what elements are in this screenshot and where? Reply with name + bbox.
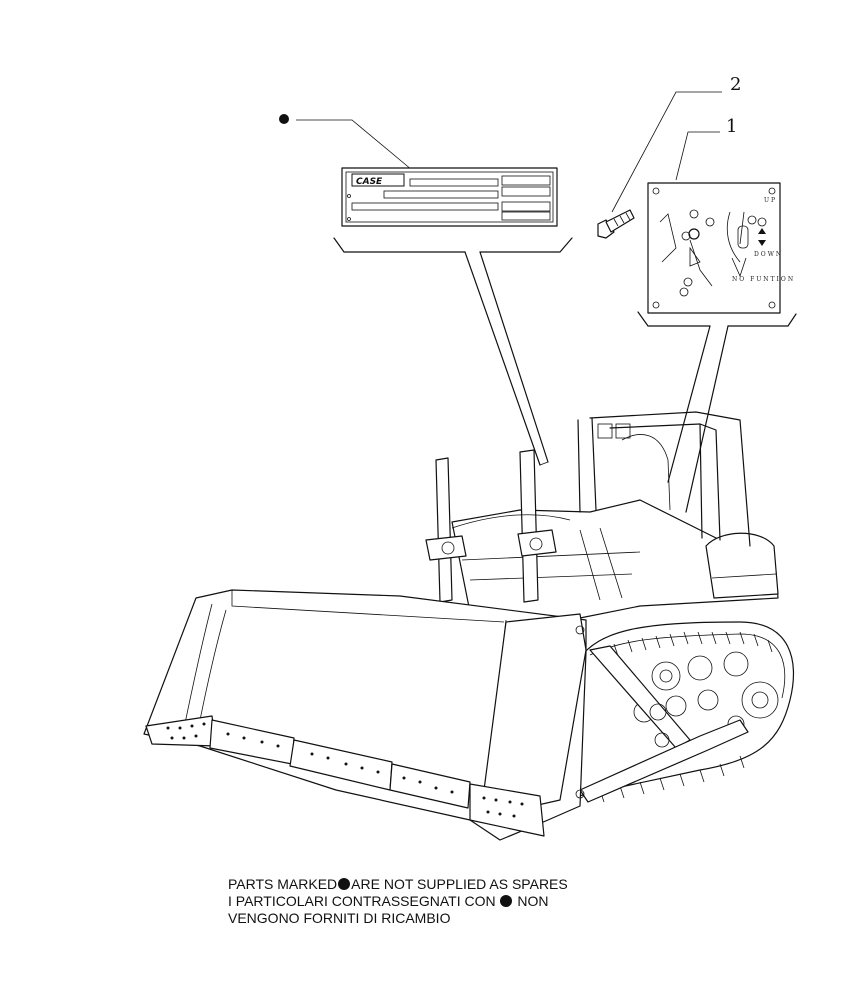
callout-1: 1 xyxy=(675,116,737,181)
case-logo: CASE xyxy=(351,173,405,187)
bullet-dot-icon xyxy=(500,895,513,907)
svg-text:NO FUNTION: NO FUNTION xyxy=(732,276,795,283)
callout-2: 2 xyxy=(611,74,741,213)
svg-text:DOWN: DOWN xyxy=(754,251,783,258)
control-decal: UP DOWN NO FUNTION xyxy=(637,182,797,513)
note-line-2: I PARTICOLARI CONTRASSEGNATI CON NON xyxy=(228,893,549,909)
note-line-3: VENGONO FORNITI DI RICAMBIO xyxy=(228,910,451,926)
identification-decal: CASE xyxy=(333,167,573,466)
svg-text:UP: UP xyxy=(764,197,777,204)
screw-part xyxy=(597,209,635,239)
bullet-dot-icon xyxy=(338,878,351,890)
not-supplied-marker xyxy=(279,114,413,171)
svg-text:2: 2 xyxy=(730,74,741,95)
svg-text:CASE: CASE xyxy=(356,177,383,187)
bulldozer-illustration xyxy=(143,411,795,841)
svg-text:1: 1 xyxy=(726,116,737,137)
